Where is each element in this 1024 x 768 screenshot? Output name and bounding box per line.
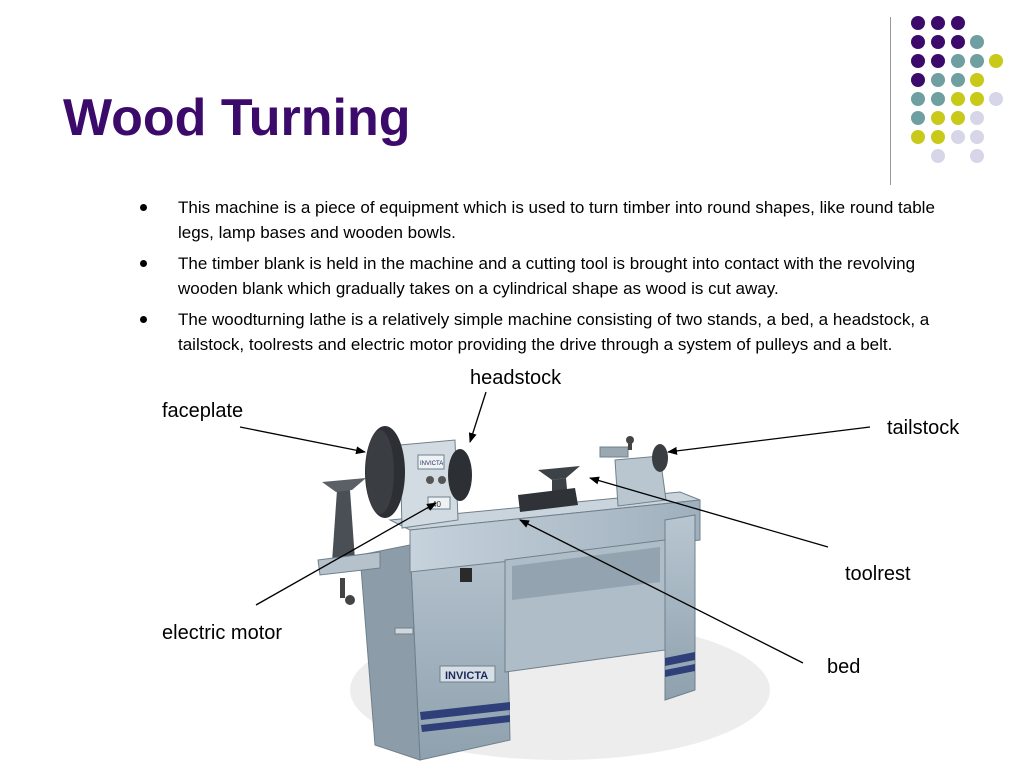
decor-dot [931, 35, 945, 49]
lathe-bed-front [409, 499, 701, 573]
label-headstock: headstock [470, 367, 562, 389]
tailstock-lock-knob [626, 436, 634, 444]
decor-dot [951, 35, 965, 49]
slide-title: Wood Turning [63, 89, 411, 147]
decor-dot [970, 149, 984, 163]
decor-dot [911, 111, 925, 125]
decor-dot [931, 149, 945, 163]
decor-dot [970, 130, 984, 144]
decor-dot [931, 16, 945, 30]
decor-dot [931, 111, 945, 125]
stand-stripe [421, 715, 510, 732]
stand-handle [394, 627, 414, 635]
decor-dot [951, 73, 965, 87]
decor-dot [911, 130, 925, 144]
decor-dot [911, 16, 925, 30]
headstock-knob [426, 476, 434, 484]
outboard-lever [340, 578, 345, 598]
bullet-text: This machine is a piece of equipment whi… [178, 198, 935, 242]
bullet-item: This machine is a piece of equipment whi… [138, 195, 968, 245]
decor-dot [970, 73, 984, 87]
faceplate-rim [366, 430, 394, 514]
headstock-pulley [448, 449, 472, 501]
tailstock-lock-lever [628, 440, 632, 450]
headstock-arrow [468, 391, 487, 443]
outboard-toolrest-base [317, 551, 381, 576]
outboard-toolrest-post [332, 490, 355, 562]
decor-dot [911, 73, 925, 87]
bullet-dot-icon [140, 316, 147, 323]
decor-dot [911, 54, 925, 68]
bullet-item: The woodturning lathe is a relatively si… [138, 307, 968, 357]
toolrest-arrow [589, 476, 829, 548]
label-faceplate: faceplate [162, 400, 244, 422]
bed-arrow [519, 519, 804, 664]
bullet-text: The timber blank is held in the machine … [178, 254, 916, 298]
outboard-toolrest-top [322, 478, 366, 492]
bullet-dot-icon [140, 204, 147, 211]
decor-dot [970, 111, 984, 125]
switch-box [460, 568, 472, 582]
stand-stripe [420, 702, 510, 720]
tailstock-handwheel [652, 444, 668, 472]
brand-plate-text: INVICTA [445, 670, 488, 682]
left-stand-side [359, 544, 421, 761]
toolrest-top [538, 466, 580, 480]
decorative-dot-grid [0, 0, 1024, 200]
decor-dot [970, 35, 984, 49]
decor-dot [931, 92, 945, 106]
bullet-list: This machine is a piece of equipment whi… [138, 195, 968, 363]
stand-stripe [665, 664, 695, 677]
stand-stripe [665, 652, 695, 666]
decor-dot [931, 73, 945, 87]
decor-dot [931, 54, 945, 68]
bullet-text: The woodturning lathe is a relatively si… [178, 310, 930, 354]
title-divider-line [890, 17, 891, 185]
decor-dot [931, 130, 945, 144]
label-bed: bed [827, 656, 861, 678]
tailstock-arrow [667, 426, 871, 455]
faceplate-arrow [239, 426, 366, 455]
decor-dot [989, 54, 1003, 68]
label-tailstock: tailstock [887, 417, 960, 439]
headstock-badge [417, 454, 445, 470]
decor-dot [951, 92, 965, 106]
decor-dot [911, 92, 925, 106]
decor-dot [911, 35, 925, 49]
label-electric-motor: electric motor [162, 622, 283, 644]
decor-dot [951, 111, 965, 125]
bullet-item: The timber blank is held in the machine … [138, 251, 968, 301]
electric-motor-arrow [255, 502, 437, 606]
decor-dot [989, 92, 1003, 106]
decor-dot [970, 54, 984, 68]
bed-panel-recess [512, 547, 660, 600]
headstock-knob [438, 476, 446, 484]
decor-dot [951, 54, 965, 68]
toolrest-base [518, 488, 578, 512]
headstock-badge-text: INVICTA [420, 461, 443, 467]
label-toolrest: toolrest [845, 563, 911, 585]
bullet-dot-icon [140, 260, 147, 267]
decor-dot [951, 16, 965, 30]
decor-dot [951, 130, 965, 144]
tailstock-quill [599, 446, 629, 458]
outboard-lever-knob [345, 595, 355, 605]
decor-dot [970, 92, 984, 106]
brand-plate [439, 665, 496, 683]
